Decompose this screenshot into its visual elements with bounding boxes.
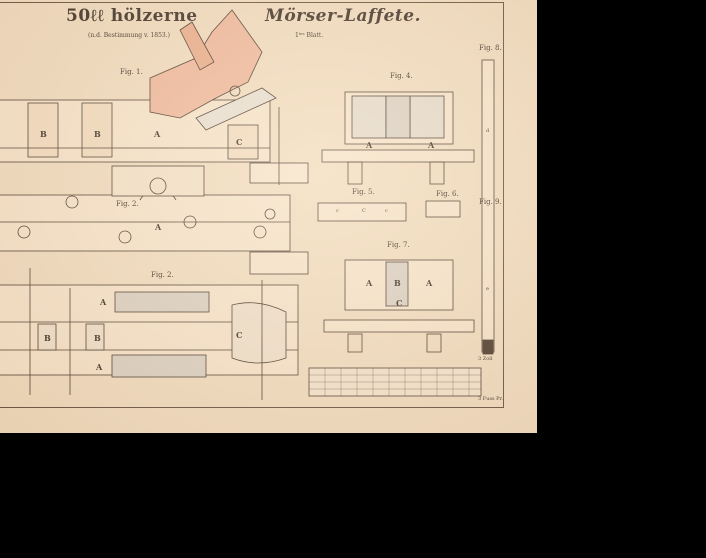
- fig2-lower-label-c: C: [236, 330, 243, 340]
- fig8-label: Fig. 8.: [479, 44, 502, 52]
- fig7-label: Fig. 7.: [387, 241, 410, 249]
- fig5-label-c1: c: [336, 208, 339, 214]
- fig1-trunnion: [229, 85, 241, 97]
- fig8-label-d: d: [486, 128, 490, 134]
- technical-drawing: [0, 9, 495, 400]
- fig5-label-c2: C: [362, 208, 366, 214]
- fig2-lower-label-b1: B: [44, 333, 51, 343]
- fig7-label-a2: A: [426, 278, 433, 288]
- title-right: Mörser-Laffete.: [265, 6, 422, 26]
- fig6-part: [425, 200, 461, 218]
- fig7-label-c: C: [396, 298, 403, 308]
- fig2-label: Fig. 2.: [116, 200, 139, 208]
- fig1-label-b1: B: [40, 129, 47, 139]
- fig1-elevation-bar: [195, 87, 277, 131]
- fig5-beam: [317, 202, 407, 222]
- sheet-frame: [0, 2, 504, 408]
- fig7-label-a1: A: [366, 278, 373, 288]
- fig1-label-c: C: [236, 137, 243, 147]
- fig5-label: Fig. 5.: [352, 188, 375, 196]
- fig2-lower-label-a2: A: [96, 362, 103, 372]
- fig1-label: Fig. 1.: [120, 68, 143, 76]
- fig1-label-a: A: [154, 129, 161, 139]
- fig4-label: Fig. 4.: [390, 72, 413, 80]
- fig2-lower-label: Fig. 2.: [151, 271, 174, 279]
- fig2-carriage-plan: [0, 194, 291, 252]
- scale-label-small: 3 Zoll: [478, 356, 493, 362]
- fig6-label: Fig. 6.: [436, 190, 459, 198]
- fig4-label-a2: A: [428, 140, 435, 150]
- fig1-label-b2: B: [94, 129, 101, 139]
- fig8-label-e: e: [486, 286, 489, 292]
- fig5-label-c3: c: [385, 208, 388, 214]
- sheet-number: 1ᵗᵉˢ Blatt.: [295, 32, 324, 39]
- title-left: 50ℓℓ hölzerne: [66, 6, 198, 26]
- scale-label-right: 3 Fuss Pr.: [478, 396, 503, 402]
- fig4-label-a1: A: [366, 140, 373, 150]
- blueprint-sheet: 50ℓℓ hölzerne Mörser-Laffete. (n.d. Best…: [0, 0, 537, 433]
- fig1-block-c: [227, 124, 259, 160]
- subtitle: (n.d. Bestimmung v. 1853.): [88, 32, 171, 39]
- fig8-rod: [481, 59, 495, 353]
- fig2-detail: [111, 165, 205, 197]
- fig2-lower-label-b2: B: [94, 333, 101, 343]
- fig9-label: Fig. 9.: [479, 198, 502, 206]
- fig7-label-b: B: [394, 278, 401, 288]
- mortar-muzzle: [179, 21, 215, 71]
- fig2-label-a: A: [155, 222, 162, 232]
- fig2-lower-label-a1: A: [100, 297, 107, 307]
